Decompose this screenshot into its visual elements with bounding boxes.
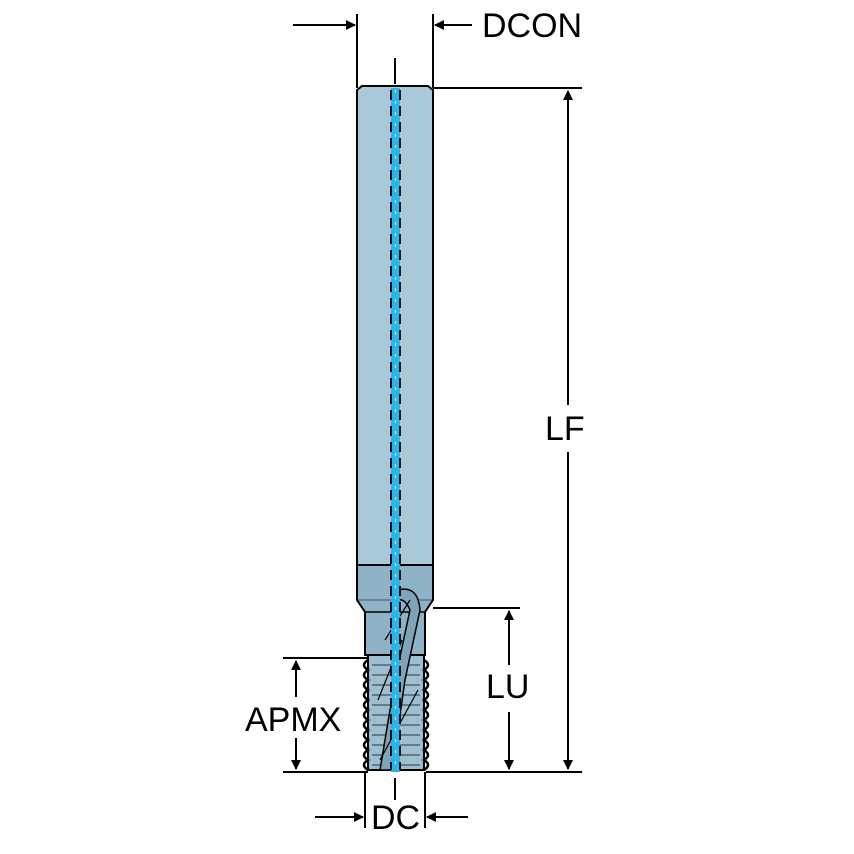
- label-dcon: DCON: [482, 7, 582, 45]
- coolant-channel: [390, 88, 401, 772]
- label-lu: LU: [486, 668, 529, 706]
- label-lf: LF: [545, 410, 585, 448]
- dimension-dc: DC: [315, 772, 468, 837]
- label-apmx: APMX: [245, 701, 341, 739]
- label-dc: DC: [371, 799, 420, 837]
- dimension-lf: LF: [426, 87, 585, 773]
- dimension-dcon: DCON: [293, 7, 582, 88]
- dimension-apmx: APMX: [245, 657, 368, 773]
- dimension-lu: LU: [433, 607, 529, 770]
